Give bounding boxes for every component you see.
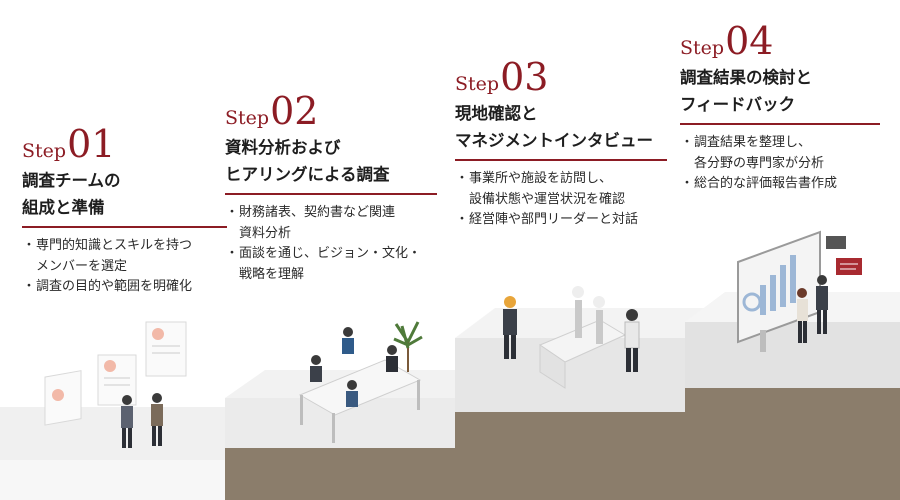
bullet-item: ・専門的知識とスキルを持つ メンバーを選定 — [22, 238, 193, 274]
step-bullets: ・事業所や施設を訪問し、 設備状態や運営状況を確認 ・経営陣や部門リーダーと対話 — [455, 169, 667, 231]
stair-face-1 — [225, 448, 900, 500]
step-divider — [455, 159, 667, 161]
bullet-item: ・調査結果を整理し、 各分野の専門家が分析 — [680, 135, 825, 171]
bullet-item: ・総合的な評価報告書作成 — [680, 176, 838, 191]
step-title: 調査結果の検討と フィードバック — [680, 68, 812, 114]
step-title: 現地確認と マネジメントインタビュー — [455, 104, 653, 150]
bullet-item: ・調査の目的や範囲を明確化 — [22, 279, 193, 294]
step-bullets: ・調査結果を整理し、 各分野の専門家が分析 ・総合的な評価報告書作成 — [680, 133, 880, 195]
bullet-item: ・財務諸表、契約書など関連 資料分析 — [225, 205, 396, 241]
step-title: 調査チームの 組成と準備 — [22, 171, 121, 217]
step-03: Step03 現地確認と マネジメントインタビュー ・事業所や施設を訪問し、 設… — [455, 58, 667, 231]
step-label: Step04 — [680, 19, 774, 63]
step-02: Step02 資料分析および ヒアリングによる調査 ・財務諸表、契約書など関連 … — [225, 92, 437, 285]
step-01: Step01 調査チームの 組成と準備 ・専門的知識とスキルを持つ メンバーを選… — [22, 125, 227, 298]
step-04: Step04 調査結果の検討と フィードバック ・調査結果を整理し、 各分野の専… — [680, 22, 880, 195]
step-label: Step01 — [22, 122, 116, 166]
bullet-item: ・経営陣や部門リーダーと対話 — [455, 212, 639, 227]
step-divider — [225, 193, 437, 195]
bullet-item: ・面談を通じ、ビジョン・文化・ 戦略を理解 — [225, 246, 422, 282]
step-label: Step03 — [455, 55, 549, 99]
bullet-item: ・事業所や施設を訪問し、 設備状態や運営状況を確認 — [455, 171, 626, 207]
stair-face-3 — [685, 388, 900, 412]
step-divider — [22, 226, 227, 228]
step-divider — [680, 123, 880, 125]
step-bullets: ・専門的知識とスキルを持つ メンバーを選定 ・調査の目的や範囲を明確化 — [22, 236, 227, 298]
stair-face-2 — [455, 412, 900, 448]
step-bullets: ・財務諸表、契約書など関連 資料分析 ・面談を通じ、ビジョン・文化・ 戦略を理解 — [225, 203, 437, 285]
step-label: Step02 — [225, 89, 319, 133]
step-title: 資料分析および ヒアリングによる調査 — [225, 138, 390, 184]
